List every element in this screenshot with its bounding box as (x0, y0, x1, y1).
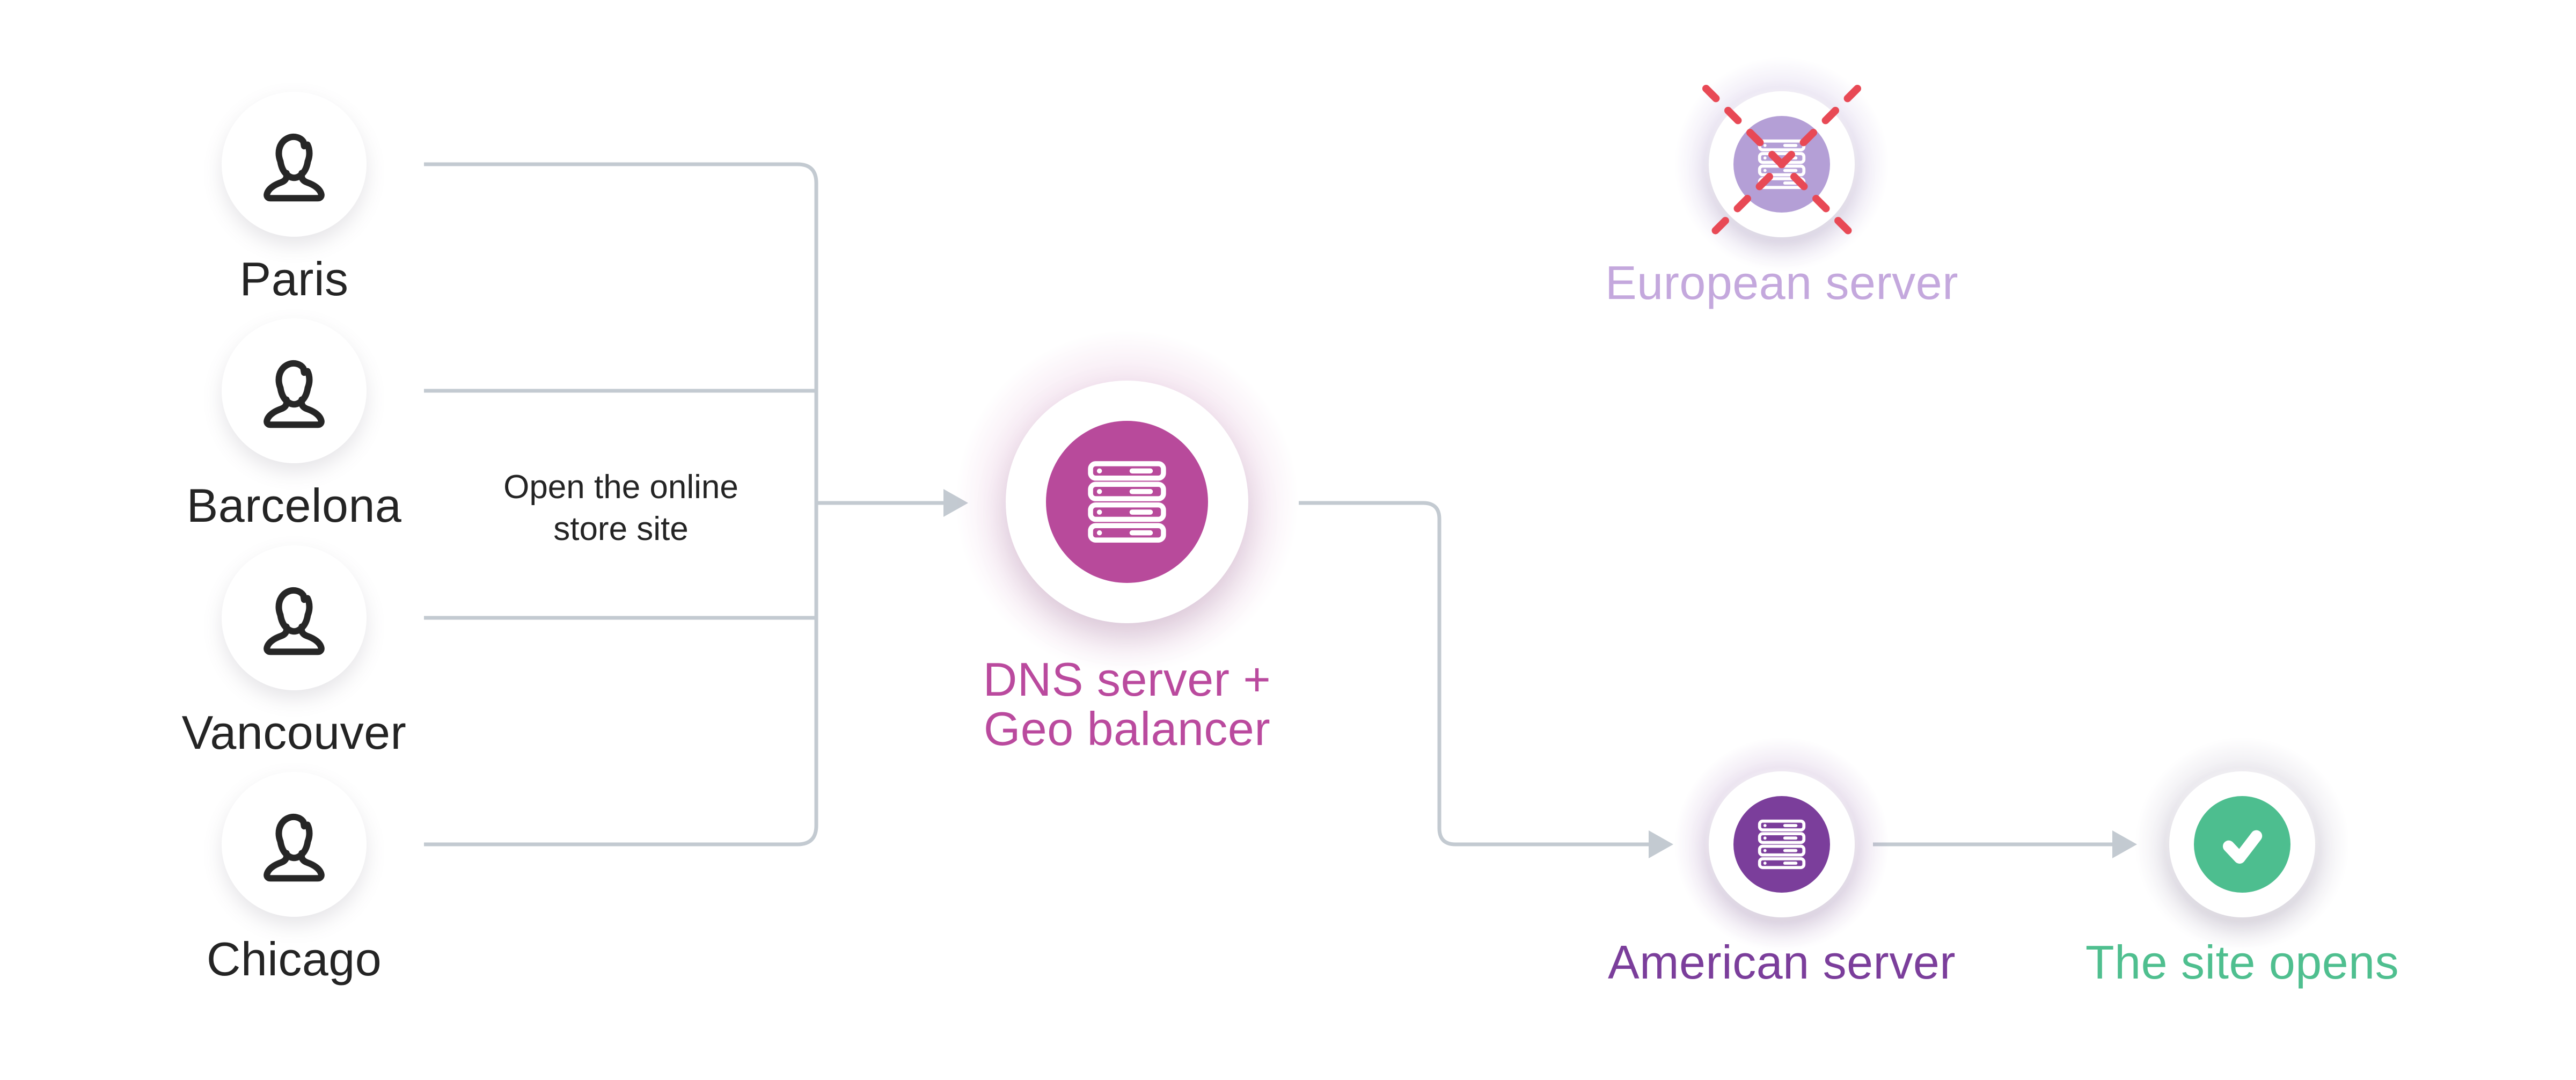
arrowhead-dns-to-american (1649, 830, 1673, 858)
check-icon (2223, 830, 2263, 864)
user-node-barcelona (222, 318, 367, 463)
american-server-node (1733, 796, 1830, 893)
user-icon (264, 360, 325, 428)
result-label: The site opens (2085, 936, 2399, 989)
server-rack-icon (1758, 819, 1806, 870)
user-icon (264, 133, 325, 202)
request-annotation-line1: Open the online (503, 469, 738, 506)
dns-label: DNS server + Geo balancer (939, 655, 1315, 754)
user-node-vancouver (222, 545, 367, 690)
user-icon (264, 813, 325, 882)
user-node-chicago (222, 772, 367, 917)
american-server-label: American server (1607, 936, 1956, 989)
user-label-vancouver: Vancouver (181, 706, 407, 759)
request-annotation-line2: store site (553, 510, 689, 548)
server-rack-icon (1088, 461, 1166, 543)
arrowhead-american-to-result (2112, 830, 2137, 858)
request-annotation: Open the online store site (406, 466, 836, 550)
arrow-dns-to-american (1299, 501, 1649, 847)
user-icon (264, 587, 325, 655)
user-label-barcelona: Barcelona (186, 479, 402, 532)
dns-node (1046, 421, 1208, 583)
user-node-paris (222, 92, 367, 237)
crossed-out-icon (1702, 85, 1861, 244)
dns-label-line2: Geo balancer (983, 702, 1271, 755)
european-server-label: European server (1605, 256, 1959, 309)
result-node (2194, 796, 2290, 893)
user-label-paris: Paris (239, 252, 349, 305)
dns-label-line1: DNS server + (983, 653, 1271, 706)
user-label-chicago: Chicago (206, 932, 382, 986)
